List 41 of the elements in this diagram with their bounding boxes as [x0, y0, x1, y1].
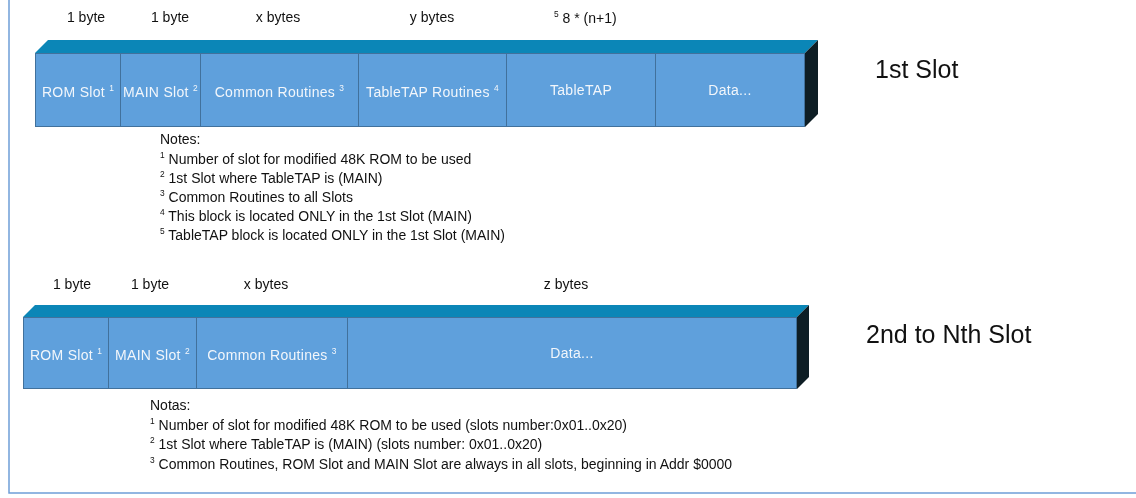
size-label: 1 byte	[150, 9, 190, 25]
memory-block	[196, 317, 348, 389]
size-label: y bytes	[409, 9, 455, 25]
memory-block	[23, 317, 109, 389]
memory-block	[655, 53, 805, 127]
note-text: $^{3}$ Common Routines, ROM Slot and MAIN Slot are always in all slots, beginning in Addr $0000	[150, 455, 733, 472]
note-text: $^{2}$ 1st Slot where TableTAP is (MAIN)	[160, 169, 383, 186]
size-label: $^{5}$ 8 * (n+1)	[554, 9, 617, 26]
block-label: Data...	[550, 343, 594, 363]
block-label: TableTAP	[549, 80, 613, 100]
size-label: z bytes	[543, 276, 589, 292]
note-text: Notas:	[150, 397, 191, 413]
size-label: x bytes	[243, 276, 289, 292]
memory-block	[347, 317, 797, 389]
block-label: Common Routines $^{3}$	[214, 81, 345, 102]
note-text: $^{1}$ Number of slot for modified 48K ROM to be used	[160, 150, 472, 167]
block-label: MAIN Slot $^{2}$	[123, 81, 198, 102]
memory-block	[506, 53, 656, 127]
note-text: Notes:	[160, 131, 201, 147]
size-label: x bytes	[255, 9, 301, 25]
memory-block	[120, 53, 201, 127]
size-label: 1 byte	[66, 9, 106, 25]
slot-title: 1st Slot	[875, 55, 959, 84]
size-label: 1 byte	[130, 276, 170, 292]
size-label: 1 byte	[52, 276, 92, 292]
block-label: Data...	[708, 80, 752, 100]
block-label: MAIN Slot $^{2}$	[115, 344, 190, 365]
memory-block	[200, 53, 359, 127]
slot-title: 2nd to Nth Slot	[866, 320, 1032, 349]
note-text: $^{5}$ TableTAP block is located ONLY in the 1st Slot (MAIN)	[160, 226, 505, 243]
memory-block	[35, 53, 121, 127]
memory-block	[358, 53, 507, 127]
memory-block	[108, 317, 197, 389]
block-label: ROM Slot $^{1}$	[29, 344, 103, 365]
note-text: $^{3}$ Common Routines to all Slots	[160, 188, 353, 205]
note-text: $^{1}$ Number of slot for modified 48K ROM to be used (slots number:0x01..0x20)	[150, 416, 627, 433]
block-label: Common Routines $^{3}$	[207, 344, 337, 365]
block-label: ROM Slot $^{1}$	[41, 81, 115, 102]
note-text: $^{2}$ 1st Slot where TableTAP is (MAIN) (slots number: 0x01..0x20)	[150, 435, 543, 452]
note-text: $^{4}$ This block is located ONLY in the 1st Slot (MAIN)	[160, 207, 472, 224]
block-label: TableTAP Routines $^{4}$	[366, 81, 499, 102]
